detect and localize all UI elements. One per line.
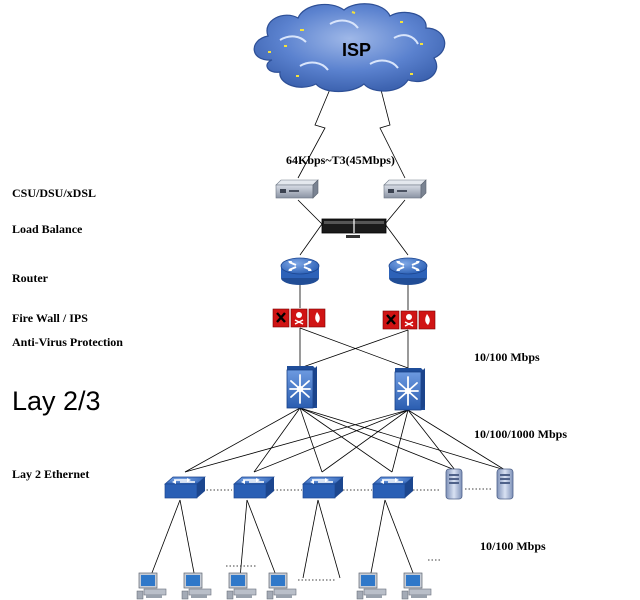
csu-dsu-modem-icon [383,179,427,199]
router-icon [388,257,428,286]
layer3-switch-icon [394,367,426,411]
workgroup-switch-icon [302,476,344,499]
firewall-icon [382,310,436,330]
distribution-speed-label: 10/100/1000 Mbps [474,427,568,441]
lay2-layer-label: Lay 2 Ethernet [12,467,90,481]
firewall-icon [272,308,326,328]
router-icon [280,257,320,286]
isp-label: ISP [342,40,372,60]
workstation-pc-icon [136,572,167,600]
workgroup-switch-icon [164,476,206,499]
workstation-pc-icon [181,572,212,600]
core-uplink-speed-label: 10/100 Mbps [474,350,540,364]
workgroup-switch-icon [233,476,275,499]
server-tower-icon [445,468,463,500]
load-balance-layer-label: Load Balance [12,222,83,236]
router-layer-label: Router [12,271,48,285]
csu-layer-label: CSU/DSU/xDSL [12,186,97,200]
csu-dsu-modem-icon [275,179,319,199]
access-speed-label: 10/100 Mbps [480,539,546,553]
workgroup-switch-icon [372,476,414,499]
workstation-pc-icon [226,572,257,600]
antivirus-layer-label: Anti-Virus Protection [12,335,123,349]
layer3-switch-icon [286,365,318,409]
wan-speed-label: 64Kbps~T3(45Mbps) [286,153,395,167]
server-tower-icon [496,468,514,500]
lay23-layer-label: Lay 2/3 [12,386,101,416]
workstation-pc-icon [401,572,432,600]
workstation-pc-icon [266,572,297,600]
load-balancer-appliance-icon [321,218,387,238]
firewall-layer-label: Fire Wall / IPS [12,311,88,325]
isp-cloud-icon [253,3,446,93]
workstation-pc-icon [356,572,387,600]
connection-lines [149,81,506,579]
